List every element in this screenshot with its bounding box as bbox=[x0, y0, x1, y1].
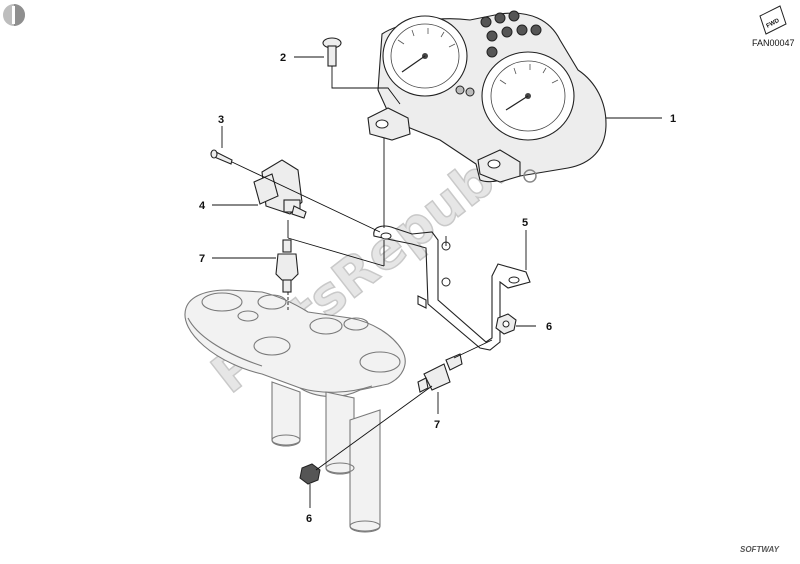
rubber-mount-7-upper bbox=[275, 239, 299, 293]
softway-logo: SOFTWAY bbox=[740, 545, 780, 554]
sensor-4 bbox=[253, 159, 307, 219]
instrument-cluster bbox=[367, 10, 607, 183]
callout-5: 5 bbox=[522, 217, 528, 229]
callout-labels: 2 1 3 4 7 5 6 7 6 bbox=[199, 52, 676, 525]
bracket-5 bbox=[373, 225, 531, 351]
screw-3 bbox=[210, 149, 233, 165]
assembly-lines bbox=[231, 138, 493, 471]
callout-7-upper: 7 bbox=[199, 253, 205, 265]
callout-6-right: 6 bbox=[546, 321, 552, 333]
callout-1: 1 bbox=[670, 113, 676, 125]
svg-text:SOFTWAY: SOFTWAY bbox=[740, 545, 780, 554]
diagram-code: FAN00047 bbox=[752, 38, 795, 48]
callout-7-lower: 7 bbox=[434, 419, 440, 431]
callout-leaders bbox=[212, 56, 662, 508]
fwd-badge: FWD bbox=[759, 5, 787, 35]
callout-4: 4 bbox=[199, 200, 206, 212]
rubber-mount-7-lower bbox=[417, 353, 463, 393]
nut-6-lower bbox=[299, 463, 321, 485]
callout-3: 3 bbox=[218, 114, 224, 126]
bolt-2 bbox=[322, 37, 342, 67]
nut-6-right bbox=[495, 313, 517, 335]
callout-6-lower: 6 bbox=[306, 513, 312, 525]
corner-logo bbox=[3, 4, 25, 26]
callout-2: 2 bbox=[280, 52, 286, 64]
triple-clamp bbox=[184, 289, 406, 533]
